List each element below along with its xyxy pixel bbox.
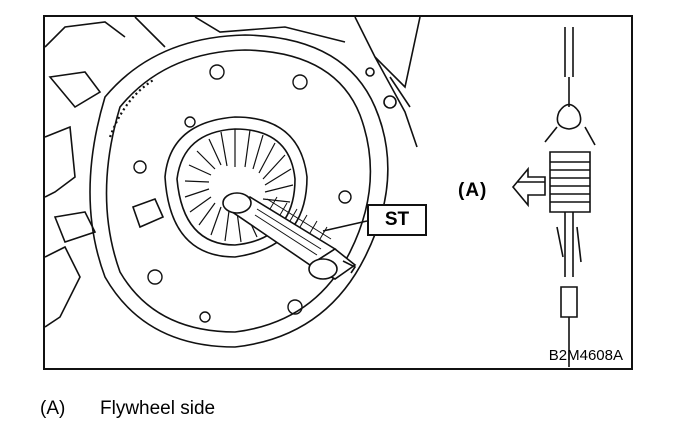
clutch-illustration: [45, 17, 596, 367]
legend-key: (A): [40, 398, 66, 419]
figure-frame: ST (A) B2M4608A: [43, 15, 633, 370]
figure-code: B2M4608A: [548, 347, 623, 364]
flywheel-side-callout: (A): [458, 180, 488, 201]
legend-row: (A) Flywheel side: [40, 398, 215, 420]
special-tool-label: ST: [367, 204, 427, 236]
legend-text: Flywheel side: [100, 398, 216, 419]
